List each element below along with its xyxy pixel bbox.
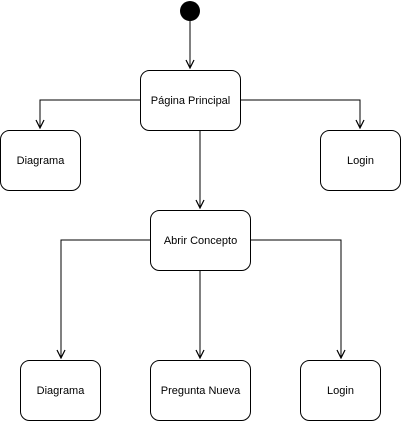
edge-concepto-login2 bbox=[250, 239, 341, 358]
node-label: Abrir Concepto bbox=[164, 235, 237, 247]
start-node bbox=[180, 1, 200, 21]
edge-concepto-diagrama2 bbox=[61, 239, 151, 358]
node-label: Login bbox=[327, 385, 354, 397]
edge-principal-diagrama1 bbox=[40, 99, 141, 128]
node-label: Diagrama bbox=[17, 155, 66, 167]
node-label: Pregunta Nueva bbox=[161, 385, 241, 397]
node-label: Diagrama bbox=[37, 385, 86, 397]
node-pregunta: Pregunta Nueva bbox=[150, 360, 251, 421]
node-box bbox=[320, 130, 401, 191]
node-login-1: Login bbox=[320, 130, 401, 191]
node-label: Página Principal bbox=[151, 95, 231, 107]
edges bbox=[40, 15, 360, 358]
node-box bbox=[140, 70, 241, 131]
node-box bbox=[150, 210, 251, 271]
node-label: Login bbox=[347, 155, 374, 167]
node-box bbox=[300, 360, 381, 421]
node-diagrama-1: Diagrama bbox=[0, 130, 81, 191]
node-box bbox=[150, 360, 251, 421]
node-box bbox=[20, 360, 101, 421]
node-diagrama-2: Diagrama bbox=[20, 360, 101, 421]
node-box bbox=[0, 130, 81, 191]
node-principal: Página Principal bbox=[140, 70, 241, 131]
node-login-2: Login bbox=[300, 360, 381, 421]
edge-principal-login1 bbox=[240, 99, 360, 128]
node-concepto: Abrir Concepto bbox=[150, 210, 251, 271]
